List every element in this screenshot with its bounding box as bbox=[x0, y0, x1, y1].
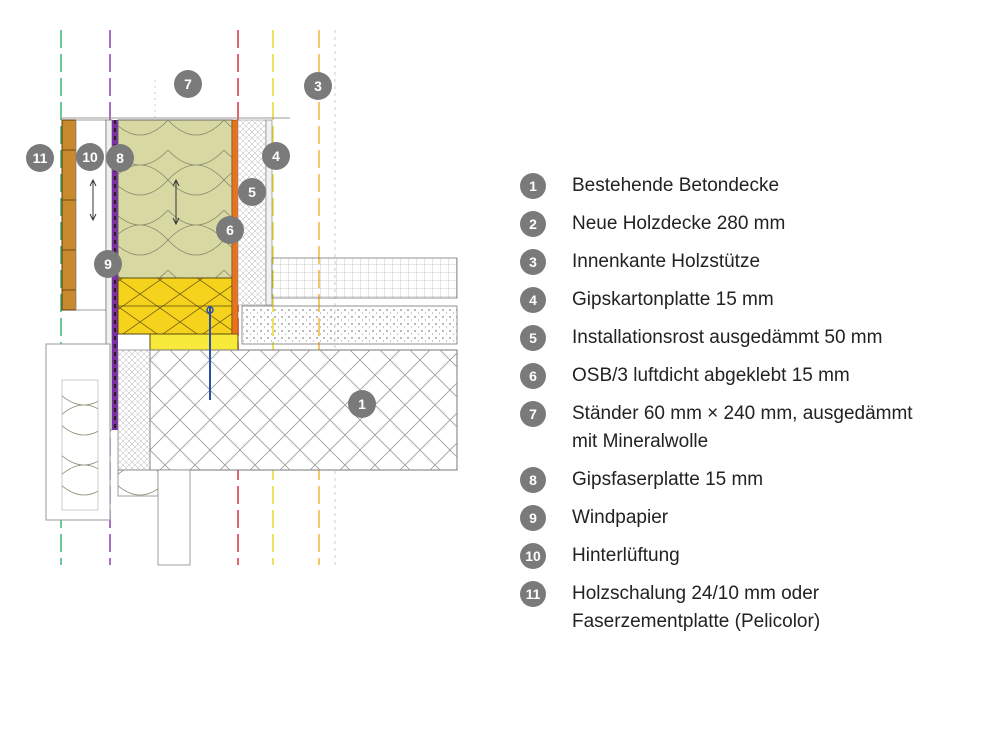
legend-text: Neue Holzdecke 280 mm bbox=[572, 213, 786, 234]
legend-item: 2 Neue Holzdecke 280 mm bbox=[520, 210, 990, 238]
legend-text: Installationsrost ausgedämmt 50 mm bbox=[572, 327, 883, 348]
screed-layer bbox=[241, 305, 458, 345]
legend-number-badge: 3 bbox=[520, 249, 546, 275]
svg-text:5: 5 bbox=[248, 184, 256, 200]
stud-arrow-icon bbox=[172, 178, 180, 226]
badge-1: 1 bbox=[348, 390, 376, 418]
svg-text:1: 1 bbox=[358, 396, 366, 412]
legend-text: Innenkante Holzstütze bbox=[572, 251, 761, 272]
badge-8: 8 bbox=[106, 144, 134, 172]
plasterboard bbox=[265, 119, 273, 306]
legend-text: Bestehende Betondecke bbox=[572, 175, 780, 196]
construction-detail-drawing: 1 3 4 5 6 7 8 9 10 11 bbox=[26, 30, 458, 566]
legend-item: 1 Bestehende Betondecke bbox=[520, 172, 990, 200]
legend-item: 7 Ständer 60 mm × 240 mm, ausgedämmt mit … bbox=[520, 400, 990, 456]
badge-6: 6 bbox=[216, 216, 244, 244]
legend-number-badge: 7 bbox=[520, 401, 546, 427]
legend-item: 4 Gipskartonplatte 15 mm bbox=[520, 286, 990, 314]
legend-number-badge: 4 bbox=[520, 287, 546, 313]
svg-text:6: 6 bbox=[226, 222, 234, 238]
legend-number-badge: 10 bbox=[520, 543, 546, 569]
legend-item: 8 Gipsfaserplatte 15 mm bbox=[520, 466, 990, 494]
legend: 1 Bestehende Betondecke 2 Neue Holzdecke 28… bbox=[520, 172, 990, 646]
svg-text:8: 8 bbox=[116, 150, 124, 166]
legend-item: 5 Installationsrost ausgedämmt 50 mm bbox=[520, 324, 990, 352]
lower-wall bbox=[117, 349, 151, 471]
legend-item: 11 Holzschalung 24/10 mm oder Faserzement… bbox=[520, 580, 990, 636]
interior-furniture bbox=[271, 257, 458, 299]
legend-text: OSB/3 luftdicht abgeklebt 15 mm bbox=[572, 365, 850, 386]
svg-text:9: 9 bbox=[104, 256, 112, 272]
air-flow-arrow-icon bbox=[89, 178, 97, 222]
legend-text: Gipsfaserplatte 15 mm bbox=[572, 469, 764, 490]
legend-text: Ständer 60 mm × 240 mm, ausgedämmt mit M… bbox=[572, 403, 913, 452]
badge-7: 7 bbox=[174, 70, 202, 98]
legend-text: Windpapier bbox=[572, 507, 669, 528]
window-frame-below bbox=[157, 469, 191, 566]
legend-number-badge: 8 bbox=[520, 467, 546, 493]
legend-item: 6 OSB/3 luftdicht abgeklebt 15 mm bbox=[520, 362, 990, 390]
legend-number-badge: 5 bbox=[520, 325, 546, 351]
badge-9: 9 bbox=[94, 250, 122, 278]
legend-number-badge: 11 bbox=[520, 581, 546, 607]
badge-4: 4 bbox=[262, 142, 290, 170]
svg-text:11: 11 bbox=[33, 150, 48, 166]
floor-layer bbox=[149, 333, 239, 351]
badge-5: 5 bbox=[238, 178, 266, 206]
legend-number-badge: 1 bbox=[520, 173, 546, 199]
legend-item: 9 Windpapier bbox=[520, 504, 990, 532]
badge-11: 11 bbox=[26, 144, 54, 172]
legend-text: Hinterlüftung bbox=[572, 545, 680, 566]
svg-text:4: 4 bbox=[272, 148, 280, 164]
svg-text:3: 3 bbox=[314, 78, 322, 94]
legend-text: Gipskartonplatte 15 mm bbox=[572, 289, 774, 310]
legend-item: 3 Innenkante Holzstütze bbox=[520, 248, 990, 276]
cladding-board bbox=[61, 119, 77, 311]
legend-number-badge: 9 bbox=[520, 505, 546, 531]
legend-number-badge: 6 bbox=[520, 363, 546, 389]
badge-10: 10 bbox=[76, 143, 104, 171]
svg-text:10: 10 bbox=[82, 149, 98, 165]
legend-text: Holzschalung 24/10 mm oder Faserzementpl… bbox=[572, 583, 821, 632]
badge-3: 3 bbox=[304, 72, 332, 100]
legend-number-badge: 2 bbox=[520, 211, 546, 237]
svg-text:7: 7 bbox=[184, 76, 192, 92]
legend-item: 10 Hinterlüftung bbox=[520, 542, 990, 570]
